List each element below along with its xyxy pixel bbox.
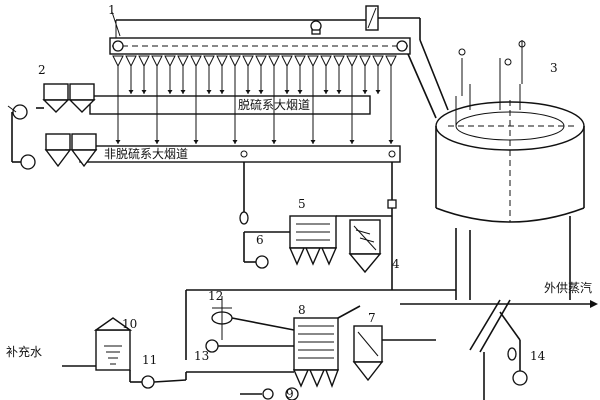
arrow-head — [128, 90, 134, 94]
pump-13 — [205, 317, 295, 353]
label-7: 7 — [368, 311, 376, 325]
hopper — [125, 55, 137, 68]
label-10: 10 — [122, 317, 137, 331]
pump-9 — [240, 387, 299, 400]
hopper — [346, 55, 358, 68]
mixer-12 — [185, 289, 456, 360]
arrow-head — [271, 140, 277, 144]
arrow-head — [258, 90, 264, 94]
desulf-duct: 脱硫系大烟道 — [89, 95, 371, 115]
label-9: 9 — [286, 387, 294, 400]
label-6: 6 — [256, 233, 264, 247]
header-pipe-1 — [109, 11, 411, 55]
label-1: 1 — [108, 3, 116, 17]
hopper — [164, 55, 176, 68]
arrow-head — [167, 90, 173, 94]
hopper — [359, 55, 371, 68]
label-14: 14 — [530, 349, 546, 363]
silo-unit-2 — [7, 83, 96, 120]
steam-line — [400, 299, 598, 400]
hopper — [255, 55, 267, 68]
arrow-head — [206, 90, 212, 94]
makeup-water-label: 补充水 — [6, 344, 42, 359]
hopper — [333, 55, 345, 68]
hopper — [268, 55, 280, 68]
arrow-head — [245, 90, 251, 94]
arrow-head — [141, 90, 147, 94]
pump-14 — [499, 311, 528, 386]
label-4: 4 — [392, 257, 400, 271]
hopper — [294, 55, 306, 68]
label-11: 11 — [142, 353, 157, 367]
hopper — [151, 55, 163, 68]
top-pump — [310, 20, 322, 35]
steam-supply-label: 外供蒸汽 — [544, 280, 592, 295]
arrow-head — [310, 140, 316, 144]
hopper — [320, 55, 332, 68]
pump-6 — [239, 211, 269, 269]
hopper — [372, 55, 384, 68]
hopper — [242, 55, 254, 68]
arrow-head — [180, 90, 186, 94]
label-3: 3 — [550, 61, 558, 75]
arrow-head — [375, 90, 381, 94]
hopper — [216, 55, 228, 68]
arrow-head — [362, 90, 368, 94]
label-2: 2 — [38, 63, 46, 77]
silo-unit-lower — [11, 112, 98, 170]
pump-11 — [130, 371, 294, 389]
hopper — [229, 55, 241, 68]
filter-7 — [337, 305, 436, 382]
hopper — [190, 55, 202, 68]
top-filter — [330, 5, 421, 40]
arrow-head — [232, 140, 238, 144]
hopper-row — [112, 55, 397, 68]
exchanger-8 — [292, 317, 340, 388]
arrow-head — [336, 90, 342, 94]
arrow-head — [219, 90, 225, 94]
label-12: 12 — [208, 289, 223, 303]
label-13: 13 — [194, 349, 209, 363]
hopper — [385, 55, 397, 68]
tank-10 — [62, 317, 133, 382]
arrow-head — [323, 90, 329, 94]
arrow-head — [115, 140, 121, 144]
hopper — [177, 55, 189, 68]
hopper — [203, 55, 215, 68]
exchanger-5 — [243, 162, 338, 266]
arrow-head — [388, 140, 394, 144]
arrow-head — [284, 90, 290, 94]
hopper — [307, 55, 319, 68]
arrow-head — [349, 140, 355, 144]
label-8: 8 — [298, 303, 306, 317]
label-5: 5 — [298, 197, 306, 211]
hopper — [112, 55, 124, 68]
arrow-head — [297, 90, 303, 94]
filter-4 — [336, 162, 397, 290]
arrow-head — [154, 140, 160, 144]
nondesulf-duct: 非脱硫系大烟道 — [79, 145, 401, 163]
hopper — [281, 55, 293, 68]
hopper-arrows — [115, 66, 394, 144]
hopper — [138, 55, 150, 68]
nondesulf-duct-label: 非脱硫系大烟道 — [104, 146, 188, 161]
arrow-head — [193, 140, 199, 144]
tank-3 — [407, 39, 585, 300]
